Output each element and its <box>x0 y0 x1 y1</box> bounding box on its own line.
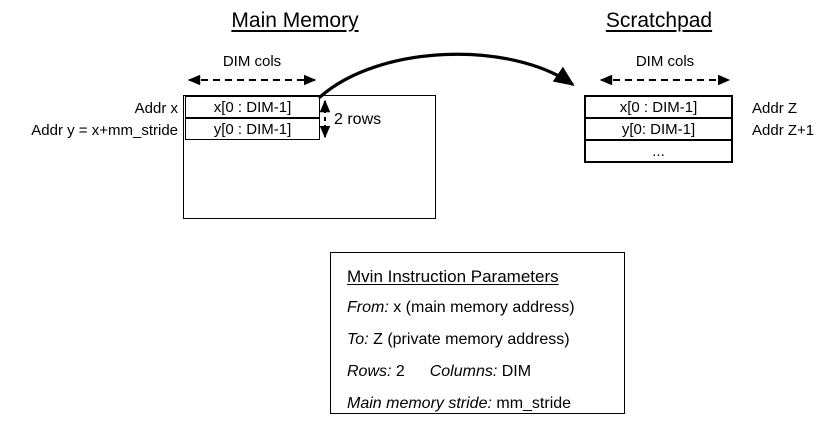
main-memory-addr-label-y: Addr y = x+mm_stride <box>31 122 178 139</box>
mvin-parameters-panel: Mvin Instruction Parameters From: x (mai… <box>330 252 625 414</box>
main-memory-heading: Main Memory <box>231 9 359 32</box>
param-row-rows-columns: Rows: 2 Columns: DIM <box>347 361 608 382</box>
scratchpad-cell-y: y[0: DIM-1] <box>585 118 732 140</box>
scratchpad-dim-cols-label: DIM cols <box>635 53 695 70</box>
scratchpad-addr-label-z-plus-1: Addr Z+1 <box>752 122 815 139</box>
main-memory-cell-x: x[0 : DIM-1] <box>185 96 320 118</box>
param-value-from: x (main memory address) <box>393 299 575 316</box>
param-key-from: From: <box>347 299 389 316</box>
scratchpad-cell-x: x[0 : DIM-1] <box>585 96 732 118</box>
param-row-to: To: Z (private memory address) <box>347 329 608 350</box>
param-value-columns: DIM <box>501 363 532 380</box>
param-key-stride: Main memory stride: <box>347 395 492 412</box>
main-memory-addr-label-x: Addr x <box>134 100 178 117</box>
scratchpad-cell-ellipsis: ... <box>585 140 732 162</box>
param-key-columns: Columns: <box>429 363 498 380</box>
two-rows-label: 2 rows <box>334 111 382 128</box>
mvin-transfer-arrow <box>318 52 575 99</box>
param-row-from: From: x (main memory address) <box>347 297 608 318</box>
param-value-stride: mm_stride <box>496 395 572 412</box>
main-memory-dim-cols-label: DIM cols <box>222 53 282 70</box>
param-key-rows: Rows: <box>347 363 392 380</box>
param-row-stride: Main memory stride: mm_stride <box>347 393 608 414</box>
param-value-to: Z (private memory address) <box>373 331 570 348</box>
main-memory-cell-y: y[0 : DIM-1] <box>185 118 320 140</box>
param-key-to: To: <box>347 331 369 348</box>
scratchpad-heading: Scratchpad <box>605 9 713 32</box>
param-value-rows: 2 <box>395 363 405 380</box>
mvin-parameters-title: Mvin Instruction Parameters <box>347 267 559 286</box>
scratchpad-addr-label-z: Addr Z <box>752 100 798 117</box>
